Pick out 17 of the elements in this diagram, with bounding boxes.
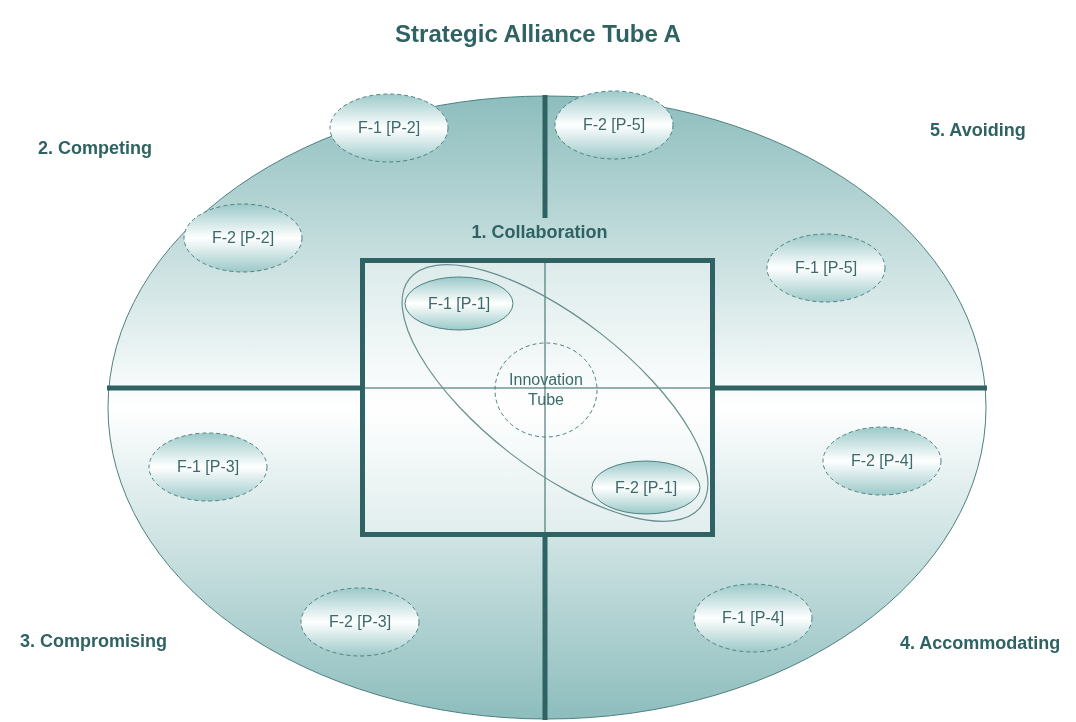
quadrant-label: 4. Accommodating bbox=[900, 633, 1061, 654]
quadrant-label: 3. Compromising bbox=[20, 631, 167, 652]
bubble-label: F-1 [P-2] bbox=[356, 118, 422, 138]
bubble-label: F-1 [P-1] bbox=[426, 293, 492, 314]
bubble-label: F-2 [P-2] bbox=[210, 228, 276, 248]
bubble-label: Innovation Tube bbox=[508, 370, 584, 410]
quadrant-label: 5. Avoiding bbox=[930, 120, 1026, 141]
bubble-label: F-2 [P-4] bbox=[849, 451, 915, 471]
diagram-title: Strategic Alliance Tube A bbox=[394, 20, 682, 48]
group-heading: 1. Collaboration bbox=[470, 222, 609, 243]
bubble-label: F-2 [P-3] bbox=[327, 612, 393, 632]
bubble-label: F-2 [P-1] bbox=[613, 477, 679, 498]
quadrant-label: 2. Competing bbox=[38, 138, 152, 159]
bubble-label: F-1 [P-5] bbox=[793, 258, 859, 278]
bubble-label: F-2 [P-5] bbox=[581, 115, 647, 135]
bubble-label: F-1 [P-4] bbox=[720, 608, 786, 628]
bubble-label: F-1 [P-3] bbox=[175, 457, 241, 477]
